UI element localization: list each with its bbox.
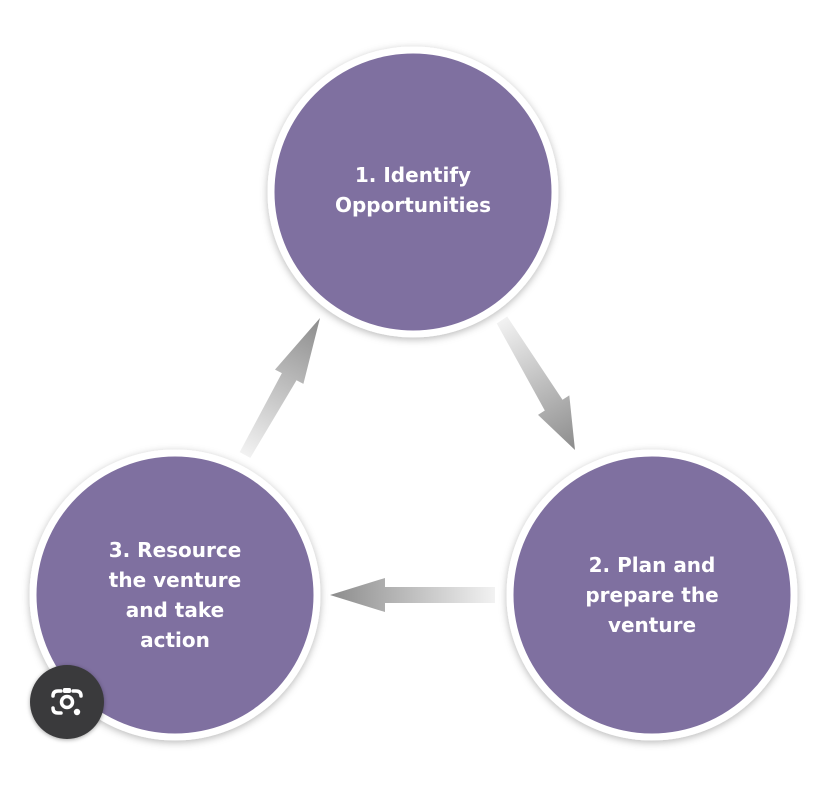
visual-search-camera-button[interactable] (30, 665, 104, 739)
arrow-plan-to-resource (330, 578, 495, 612)
arrow-resource-to-identify-shape (239, 318, 320, 458)
arrow-plan-to-resource-shape (330, 578, 495, 612)
node-resource-circle (29, 449, 321, 741)
visual-search-camera-icon (51, 688, 83, 716)
node-identify-label: 1. Identify Opportunities (334, 163, 491, 217)
arrow-resource-to-identify (239, 318, 320, 458)
arrow-identify-to-plan-shape (496, 316, 575, 450)
node-plan-circle (506, 449, 798, 741)
node-resource-label: 3. Resource the venture and take action (108, 538, 242, 652)
node-identify-circle (267, 46, 559, 338)
arrow-identify-to-plan (496, 316, 575, 450)
node-plan-label: 2. Plan and prepare the venture (585, 553, 719, 637)
